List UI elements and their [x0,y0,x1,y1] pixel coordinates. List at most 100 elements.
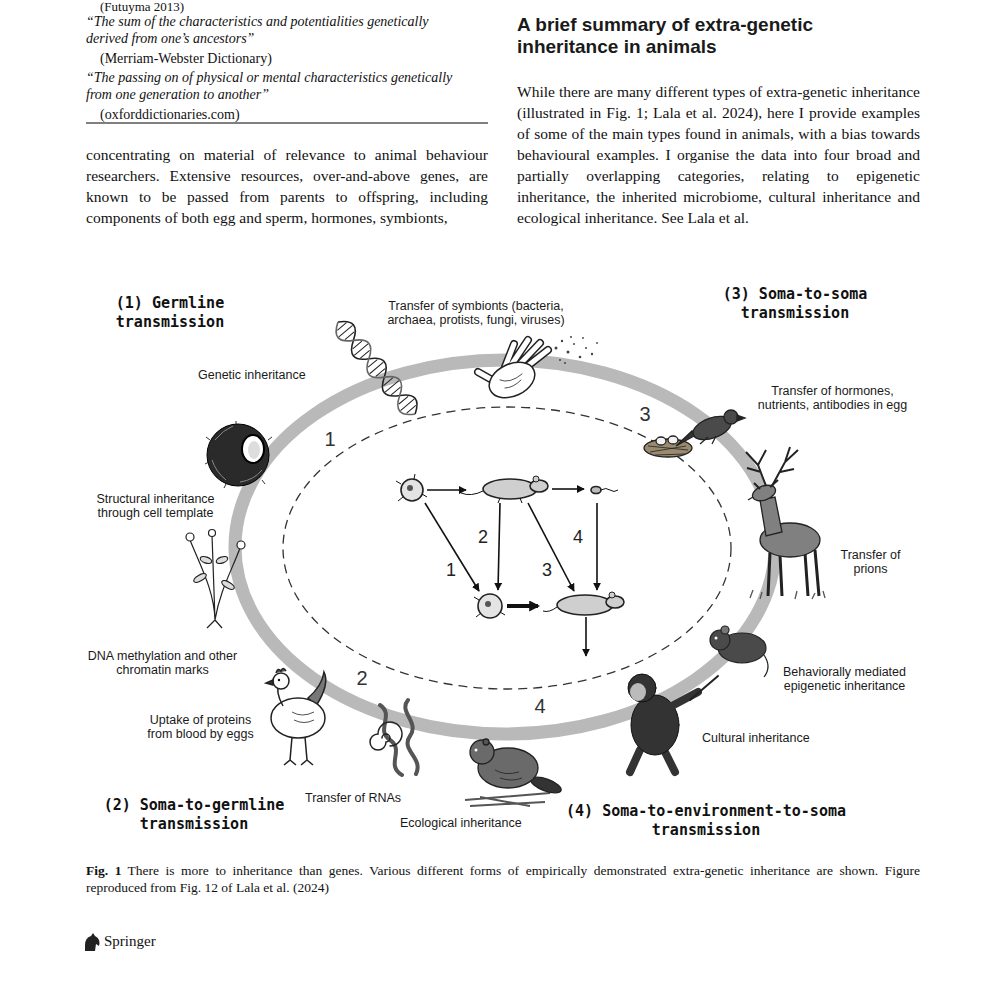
hand-sketch-part-part [596,342,598,344]
central-scheme-part [591,487,601,494]
pathway-heading: (1) Germline transmission [105,294,235,332]
central-scheme-part [507,604,538,608]
figure-label: Fig. 1 [86,863,121,878]
figure-label: Transfer of hormones, nutrients, antibod… [750,384,915,412]
plant-sketch-part [209,530,216,537]
bird-nest-sketch-part [668,436,678,444]
hand-sketch-part-part [591,353,593,355]
central-scheme-part [543,607,557,612]
central-scheme-part [601,489,618,492]
hen-sketch-part [284,737,313,765]
figure-label: DNA methylation and other chromatin mark… [80,649,245,677]
cell-sketch-part [242,435,264,463]
hen-sketch-part [266,680,273,685]
cell-sketch-part [205,421,272,488]
figure-label: Transfer of symbionts (bacteria, archaea… [378,299,574,327]
callout-number: 2 [353,667,371,689]
bird-nest-sketch-part [700,436,716,444]
worm-sketch [370,700,418,775]
central-scheme-part [483,479,537,499]
plant-sketch-part [190,535,240,628]
rodent-sketch-part [764,655,768,677]
deer-sketch-part [760,497,782,536]
plant-sketch-part [215,555,228,565]
bird-nest-sketch-part [648,446,688,455]
central-scheme-part [606,596,624,608]
central-scheme-part [474,597,505,617]
central-scheme-part [498,503,500,590]
hand-sketch-part [555,336,598,364]
bird-nest-sketch-part [656,437,666,445]
chimpanzee-sketch [628,674,718,772]
plant-sketch [186,530,245,629]
section-heading: A brief summary of extra-genetic inherit… [517,14,897,58]
dna-helix-part [330,316,422,421]
beaver-sketch-part [475,749,478,752]
cell-sketch-part [248,441,260,459]
hand-sketch-part-part [561,340,563,342]
figure-label: Structural inheritance through cell temp… [88,492,223,520]
hand-sketch-part-part [564,362,566,364]
pathway-heading: (3) Soma-to-soma transmission [710,285,880,323]
hand-sketch-part [500,374,522,388]
chimpanzee-sketch-part [630,683,646,701]
dna-helix-part [335,321,418,415]
publisher-name: Springer [104,933,224,950]
cell-sketch [205,421,272,488]
springer-logo [85,933,100,951]
callout-number: 1 [444,560,458,581]
hand-sketch-part-part [555,347,558,350]
deer-sketch-part [746,447,798,486]
deer-sketch-part [750,482,777,503]
figure-label: Genetic inheritance [198,368,323,382]
hand-sketch-part-part [582,337,584,339]
plant-sketch-part [237,541,245,549]
central-scheme-part [401,479,423,501]
hen-sketch [266,669,326,766]
central-scheme-part [407,485,413,491]
definition-quote: “The passing on of physical or mental ch… [86,69,478,103]
worm-sketch-part [380,705,402,775]
central-scheme-part [461,491,483,495]
hand-sketch-part-part [567,351,570,354]
beaver-sketch [465,739,563,806]
central-scheme-part [396,474,427,501]
inheritance-cycle [235,360,775,734]
figure-label: Cultural inheritance [702,731,832,745]
worm-sketch-part [370,722,402,750]
hand-sketch-part-part [573,343,575,345]
central-scheme-part [530,480,548,492]
plant-sketch-part [199,555,212,565]
chimpanzee-sketch-part [668,692,698,708]
citation: (Merriam-Webster Dictionary) [100,50,360,67]
central-scheme-part [585,617,587,656]
figure-label: Uptake of proteins from blood by eggs [143,713,258,741]
central-scheme-part [425,503,479,591]
figure-label: Behaviorally mediated epigenetic inherit… [777,665,912,693]
dna-helix-part [330,316,422,421]
rodent-sketch [710,626,768,677]
hen-sketch-part [278,679,280,681]
central-scheme-part [427,489,466,491]
central-scheme-part [533,476,539,482]
chimpanzee-sketch-part [628,674,656,702]
hand-sketch-part [483,355,540,404]
citation: (Futuyma 2013) [100,0,320,13]
beaver-sketch-part [470,740,494,764]
callout-number: 1 [321,428,339,450]
central-scheme-part [498,498,522,503]
body-paragraph: concentrating on material of relevance t… [86,144,488,228]
figure-label: Transfer of RNAs [305,791,415,805]
beaver-sketch-part [465,793,550,806]
deer-sketch-part [748,497,753,500]
callout-number: 3 [540,560,554,581]
callout-number: 4 [571,527,585,548]
hen-sketch-part [271,698,325,738]
hand-sketch-part-part [579,356,582,359]
hand-sketch-part-part [559,359,561,361]
callout-number: 2 [476,527,490,548]
hand-sketch [478,336,598,405]
springer-logo-part [85,933,100,951]
central-scheme-part [485,601,491,607]
